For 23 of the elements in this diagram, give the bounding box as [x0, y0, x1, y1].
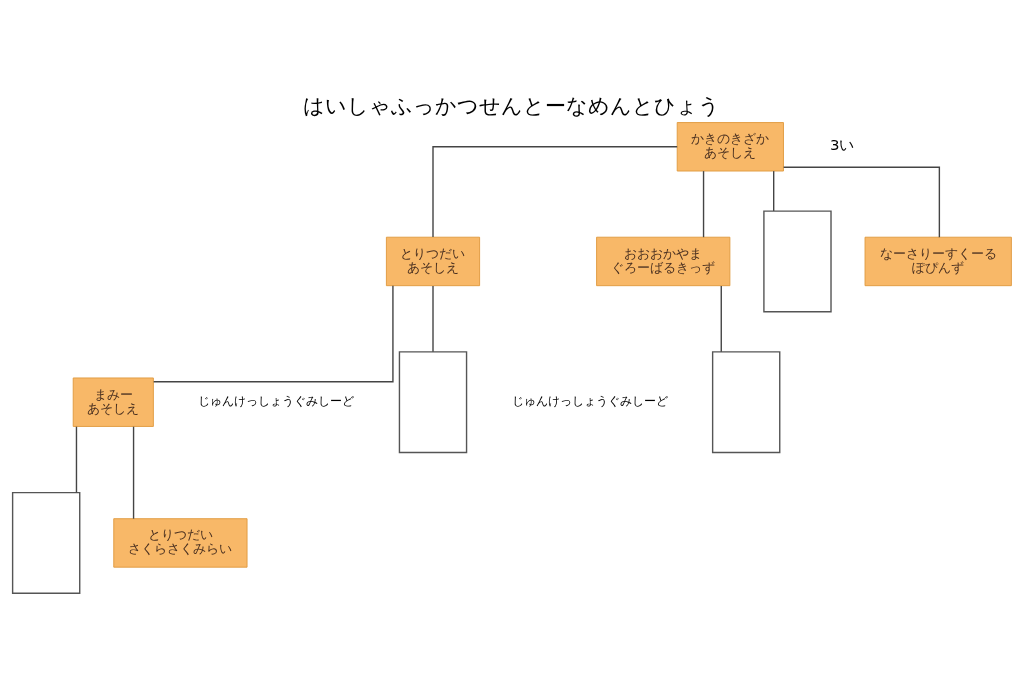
- connector: [75, 426, 78, 494]
- connector: [702, 170, 705, 238]
- connector: [432, 146, 678, 238]
- node-label: じゅんけっしょうぐみしーど: [198, 394, 355, 409]
- node-box: まみー あそしえ: [72, 377, 154, 427]
- node-box: とりつだい さくらさくみらい: [113, 518, 248, 568]
- node-box: [763, 210, 832, 313]
- node-box: なーさりーすくーる ぽぴんず: [864, 236, 1012, 287]
- connector: [432, 285, 434, 353]
- node-box: かきのきざか あそしえ: [676, 122, 784, 172]
- connector: [720, 285, 722, 353]
- node-box: [711, 351, 781, 454]
- node-label: じゅんけっしょうぐみしーど: [511, 394, 668, 409]
- connector: [132, 426, 135, 520]
- label: 3い: [829, 136, 855, 155]
- diagram-title: はいしゃふっかつせんとーなめんとひょう: [303, 93, 721, 118]
- node-box: [398, 351, 468, 454]
- node-box: とりつだい あそしえ: [385, 236, 481, 287]
- connector: [782, 166, 941, 238]
- node-box: おおおかやま ぐろーばるきっず: [596, 236, 731, 287]
- node-box: [11, 491, 81, 594]
- connector: [152, 285, 394, 383]
- connector: [773, 170, 775, 212]
